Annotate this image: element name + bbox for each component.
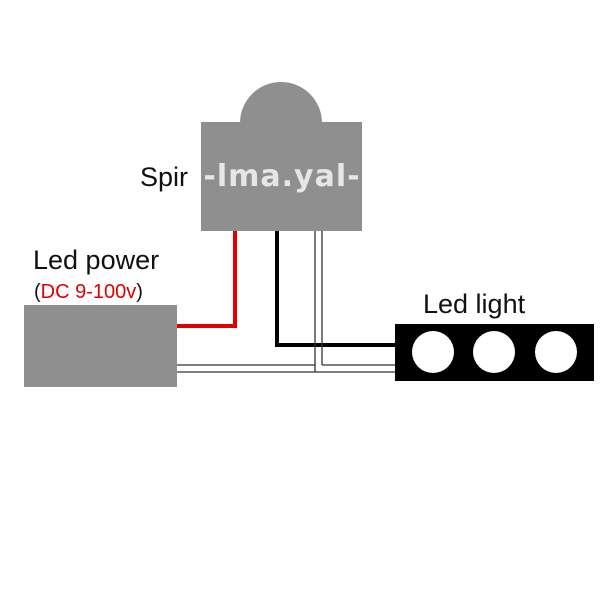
watermark-text: -lma.yal- xyxy=(203,159,360,194)
led-strip-icon xyxy=(395,324,594,381)
white-wire-power-to-led xyxy=(177,364,395,373)
spec-open-paren: ( xyxy=(34,281,41,303)
led-power-label: Led power xyxy=(33,245,159,275)
led-power-spec-label: (DC 9-100v) xyxy=(34,281,143,303)
black-wire xyxy=(275,231,395,347)
pir-sensor-dome-icon xyxy=(240,82,322,123)
led-light-label: Led light xyxy=(423,289,526,319)
led-dot xyxy=(473,331,515,373)
led-dot xyxy=(535,331,577,373)
spec-close-paren: ) xyxy=(136,281,143,303)
red-wire xyxy=(177,231,237,328)
spec-voltage-text: DC 9-100v xyxy=(41,281,137,303)
led-dot xyxy=(412,331,454,373)
pir-sensor xyxy=(201,82,362,231)
spir-label: Spir xyxy=(140,162,188,192)
pir-sensor-body xyxy=(201,122,362,231)
power-supply-box-icon xyxy=(24,305,177,387)
white-wire-sensor-to-led xyxy=(314,231,323,372)
